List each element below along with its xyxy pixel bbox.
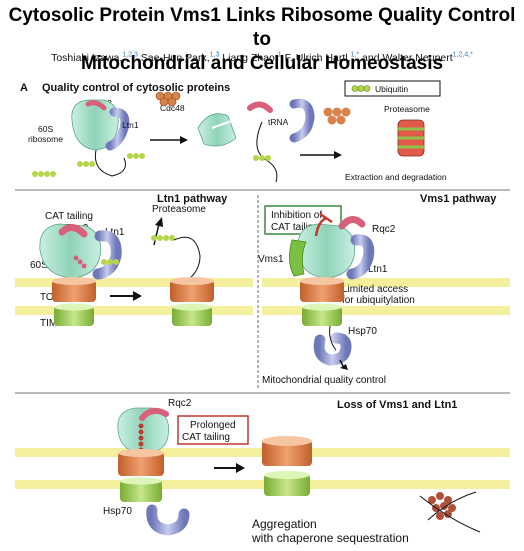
loss-tim-complex-right	[264, 471, 310, 496]
author-1: Toshiaki Izawa,1,2,3	[51, 51, 138, 64]
panel-a-arrow-1	[150, 136, 188, 144]
vms1-pathway-heading: Vms1 pathway	[420, 193, 497, 205]
loss-hsp70-label: Hsp70	[103, 506, 132, 517]
panel-a-ribosome	[71, 99, 130, 151]
ltn1-tim-complex-right	[172, 303, 212, 326]
vms1-outer-membrane	[262, 278, 510, 287]
ltn1-pathway-heading: Ltn1 pathway	[157, 193, 228, 205]
panel-a-split-ribosome	[197, 113, 241, 147]
vms1-rqc2-label: Rqc2	[372, 224, 396, 235]
vms1-ltn1-label: Ltn1	[368, 264, 388, 275]
author-2: Sae-Hun Park,1,3	[137, 51, 220, 64]
cat-tail-chain	[138, 423, 144, 453]
proteasome-icon	[397, 119, 425, 157]
author-list: Toshiaki Izawa,1,2,3 Sae-Hun Park,1,3 Li…	[0, 51, 524, 64]
panel-letter: A	[20, 82, 28, 94]
loss-tim-complex-left	[120, 477, 162, 502]
vms1-vms1-label: Vms1	[258, 254, 284, 265]
loss-inner-membrane	[15, 480, 510, 489]
panel-a-ltn1-label: Ltn1	[122, 120, 139, 130]
ltn1-arrow	[110, 291, 142, 301]
ubiquitin-legend-icon	[351, 85, 371, 92]
paper-title: Cytosolic Protein Vms1 Links Ribosome Qu…	[0, 4, 524, 76]
ltn1-ltn1-label: Ltn1	[105, 227, 125, 238]
title-line-1: Cytosolic Protein Vms1 Links Ribosome Qu…	[8, 5, 516, 50]
prolonged-box: Prolonged CAT tailing	[177, 415, 249, 445]
ubiquitin-legend-label: Ubiquitin	[375, 84, 408, 94]
loss-arrow	[214, 463, 245, 473]
ubiquitin-legend: Ubiquitin	[344, 80, 441, 97]
author-3: Liang Zhao,1	[219, 51, 282, 64]
panel-a-trna-label: tRNA	[268, 117, 289, 127]
panel-a-heading: Quality control of cytosolic proteins	[42, 82, 230, 94]
panel-a-ubiquitin-chain	[32, 149, 145, 177]
prolonged-line-1: Prolonged	[190, 420, 236, 431]
ltn1-tim-label: TIM	[40, 318, 57, 329]
loss-ribosome	[117, 407, 170, 455]
panel-a-trna-complex	[247, 98, 315, 183]
title-line-2: Mitochondrial and Cellular Homeostasis	[80, 53, 444, 74]
vms1-mito-qc-arrow	[339, 359, 348, 370]
aggregate-cluster	[419, 491, 481, 533]
cdc48-icon	[155, 91, 181, 107]
panel-a-cdc48-label: Cdc48	[160, 103, 185, 113]
inhibition-line-2: CAT tailing	[271, 222, 319, 233]
aggregation-line-2: with chaperone sequestration	[251, 531, 409, 545]
vms1-tim-complex	[302, 303, 342, 326]
ltn1-tom-complex-left	[52, 277, 96, 302]
ltn1-ribosome	[39, 223, 122, 280]
vms1-hsp70	[313, 325, 352, 366]
vms1-tom-complex	[300, 277, 344, 302]
ltn1-ubiquitinated-substrate	[151, 235, 201, 281]
vms1-inner-membrane	[262, 306, 510, 315]
panel-a-proteasome-label: Proteasome	[384, 104, 430, 114]
vms1-ribosome	[289, 212, 375, 280]
loss-rqc2-label: Rqc2	[168, 398, 192, 409]
panel-a-cdc48-hex	[323, 107, 351, 125]
author-5: and Walter Neupert1,2,4,*	[359, 51, 473, 64]
ltn1-tim-complex-left	[54, 303, 94, 326]
ltn1-proteasome-arrow	[153, 217, 163, 246]
ribosome-60s-label: 60S ribosome	[28, 124, 63, 144]
panel-a-extraction-label: Extraction and degradation	[345, 172, 447, 182]
loss-hsp70	[146, 504, 190, 536]
panel-a-arrow-2	[300, 151, 342, 159]
ltn1-tom-label: TOM	[40, 292, 62, 303]
ltn1-tom-complex-right	[170, 277, 214, 302]
loss-tom-complex-right	[262, 436, 312, 466]
vms1-limited-line-1: Limited access	[342, 284, 408, 295]
author-4: F. Ulrich Hartl,1,*	[281, 51, 360, 64]
ltn1-proteasome-label: Proteasome	[152, 204, 206, 215]
vms1-limited-line-2: for ubiquitylation	[342, 295, 415, 306]
loss-heading: Loss of Vms1 and Ltn1	[337, 399, 457, 411]
inhibition-line-1: Inhibition of	[271, 210, 322, 221]
ltn1-inner-membrane	[15, 306, 253, 315]
ltn1-cat-tailing-label: CAT tailing	[45, 211, 93, 222]
vms1-mito-qc-label: Mitochondrial quality control	[262, 375, 386, 386]
ltn1-outer-membrane	[15, 278, 253, 287]
ltn1-60s-label: 60S	[30, 260, 48, 271]
prolonged-line-2: CAT tailing	[182, 432, 230, 443]
loss-tom-complex-left	[118, 449, 164, 476]
aggregation-line-1: Aggregation	[252, 517, 317, 531]
vms1-hsp70-label: Hsp70	[348, 326, 377, 337]
